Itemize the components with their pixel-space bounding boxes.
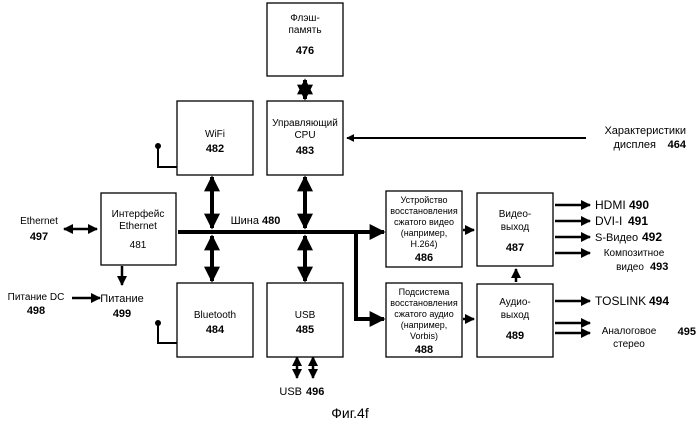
wifi-number: 482 — [206, 143, 224, 155]
audio-out-label-1: Аудио- — [499, 297, 531, 308]
external-labels: Характеристики дисплея 464 Шина 480 Ethe… — [8, 125, 696, 421]
toslink-label: TOSLINK — [595, 294, 646, 308]
audio-out-label-2: выход — [501, 310, 530, 321]
hdmi-label: HDMI — [595, 198, 626, 212]
power-dc-label: Питание DC — [8, 292, 65, 303]
flash-label-1: Флэш- — [290, 13, 320, 24]
bus-number: 480 — [262, 215, 280, 227]
flash-block: Флэш- память 476 — [267, 3, 343, 76]
ethernet-number: 497 — [30, 231, 48, 243]
bluetooth-antenna-tip — [155, 320, 161, 326]
usb-port-label: USB — [279, 386, 302, 398]
video-decoder-line-3: сжатого видео — [394, 217, 454, 227]
video-out-label-2: выход — [501, 222, 530, 233]
ethernet-if-label-2: Ethernet — [119, 221, 157, 232]
cpu-label-2: CPU — [294, 130, 315, 141]
flash-label-2: память — [288, 25, 321, 36]
bus-label: Шина — [231, 215, 260, 227]
audio-decoder-line-2: восстановления — [390, 298, 458, 308]
toslink-number: 494 — [649, 294, 669, 308]
cpu-label-1: Управляющий — [272, 118, 338, 129]
power-number: 499 — [113, 308, 131, 320]
wifi-label: WiFi — [205, 129, 225, 140]
video-decoder-block: Устройство восстановления сжатого видео … — [386, 191, 462, 267]
ethernet-interface-block: Интерфейс Ethernet 481 — [101, 193, 176, 265]
analog-label-2: стерео — [613, 339, 645, 350]
flash-number: 476 — [296, 45, 314, 57]
audio-out-block: Аудио- выход 489 — [477, 284, 553, 357]
wifi-antenna-tip — [155, 143, 161, 149]
display-char-label-1: Характеристики — [604, 125, 686, 137]
audio-decoder-block: Подсистема восстановления сжатого аудио … — [386, 283, 462, 357]
dvi-number: 491 — [628, 214, 648, 228]
cpu-block: Управляющий CPU 483 — [267, 101, 343, 175]
composite-label-2: видео — [616, 262, 644, 273]
wifi-block: WiFi 482 — [177, 101, 253, 175]
audio-decoder-line-5: Vorbis) — [410, 331, 438, 341]
dvi-label: DVI-I — [595, 214, 622, 228]
display-char-number: 464 — [668, 139, 687, 151]
video-out-number: 487 — [506, 242, 524, 254]
ethernet-if-number: 481 — [130, 240, 147, 251]
power-label: Питание — [100, 293, 143, 305]
video-decoder-line-4: (например, — [401, 228, 448, 238]
analog-number: 495 — [678, 326, 696, 338]
cpu-number: 483 — [296, 145, 314, 157]
figure-caption: Фиг.4f — [331, 405, 369, 421]
bluetooth-block: Bluetooth 484 — [177, 283, 253, 357]
usb-label: USB — [295, 310, 316, 321]
video-out-label-1: Видео- — [499, 209, 532, 220]
audio-decoder-line-1: Подсистема — [399, 287, 450, 297]
bluetooth-number: 484 — [206, 324, 225, 336]
bluetooth-antenna — [158, 323, 177, 343]
svideo-number: 492 — [642, 230, 662, 244]
usb-number: 485 — [296, 324, 314, 336]
usb-port-number: 496 — [306, 386, 324, 398]
audio-out-number: 489 — [506, 330, 524, 342]
audio-decoder-line-4: (например, — [401, 320, 448, 330]
wifi-antenna — [158, 146, 177, 167]
bus-to-audio-decoder — [356, 232, 384, 319]
video-decoder-line-2: восстановления — [390, 206, 458, 216]
video-out-block: Видео- выход 487 — [477, 193, 553, 266]
audio-decoder-number: 488 — [415, 344, 433, 356]
ethernet-label: Ethernet — [20, 216, 58, 227]
video-decoder-line-5: H.264) — [410, 239, 437, 249]
bluetooth-label: Bluetooth — [194, 310, 236, 321]
analog-label-1: Аналоговое — [602, 326, 657, 337]
hdmi-number: 490 — [629, 198, 649, 212]
usb-block: USB 485 — [267, 283, 343, 357]
audio-decoder-line-3: сжатого аудио — [394, 309, 453, 319]
video-decoder-number: 486 — [415, 252, 433, 264]
ethernet-if-label-1: Интерфейс — [112, 208, 165, 220]
power-dc-number: 498 — [27, 305, 45, 317]
display-char-label-2: дисплея — [613, 139, 656, 151]
composite-label-1: Композитное — [604, 248, 665, 259]
composite-number: 493 — [650, 261, 668, 273]
video-decoder-line-1: Устройство — [400, 195, 447, 205]
svideo-label: S-Видео — [595, 232, 638, 244]
